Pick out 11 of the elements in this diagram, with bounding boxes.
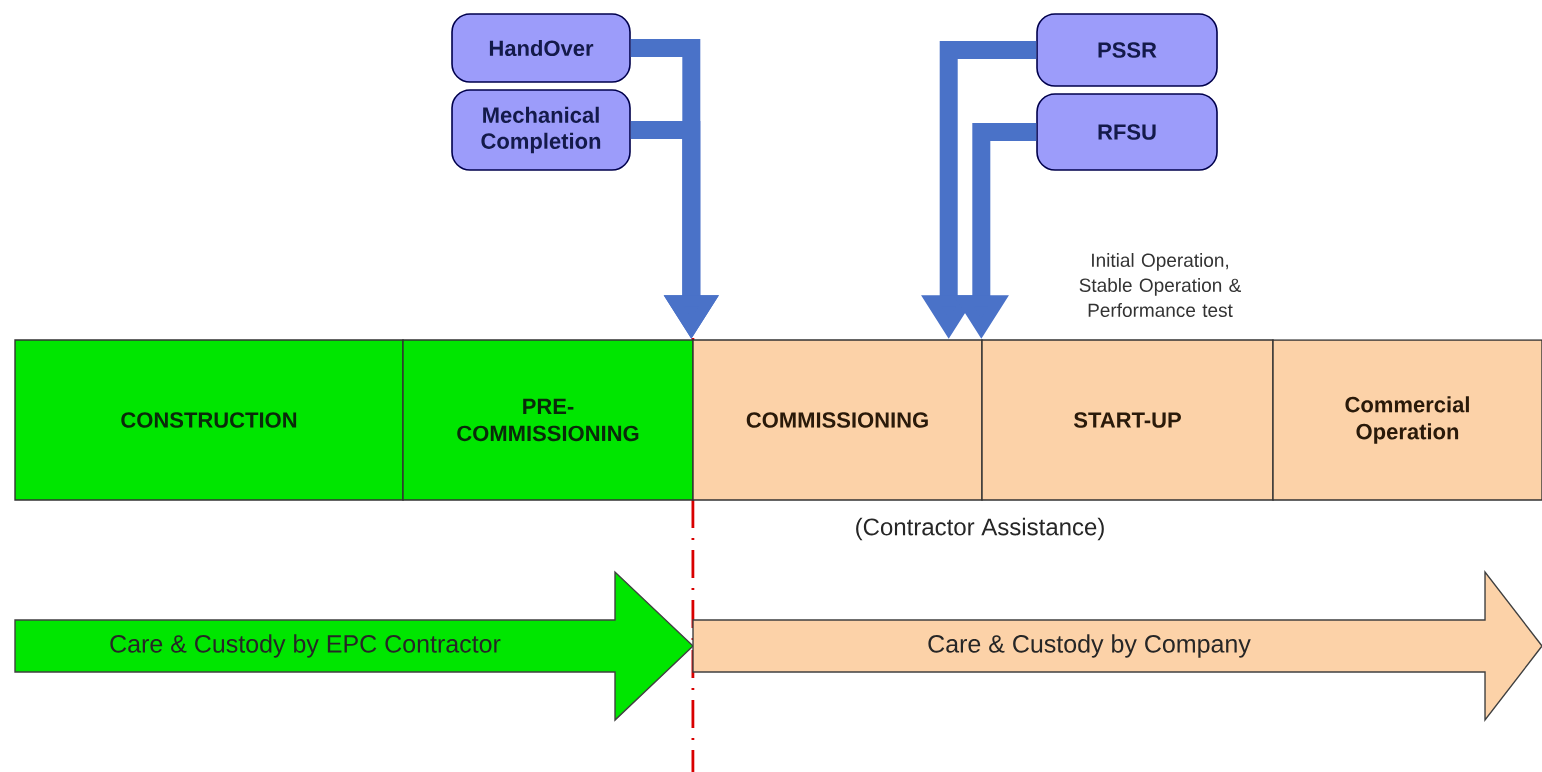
rounded-box: RFSU [1036,93,1218,171]
rounded-box: HandOver [451,13,631,83]
phase-box: PRE-COMMISSIONING [402,339,694,501]
phase-box: COMMISSIONING [692,339,983,501]
phase-box: CONSTRUCTION [14,339,404,501]
note-text: (Contractor Assistance) [856,517,1104,541]
rounded-box: PSSR [1036,13,1218,87]
phase-box: Commercial Operation [1272,339,1542,501]
rounded-box: Mechanical Completion [451,89,631,171]
phase-box: START-UP [981,339,1274,501]
annotation-text: Initial Operation, Stable Operation & Performance test [1079,253,1241,317]
